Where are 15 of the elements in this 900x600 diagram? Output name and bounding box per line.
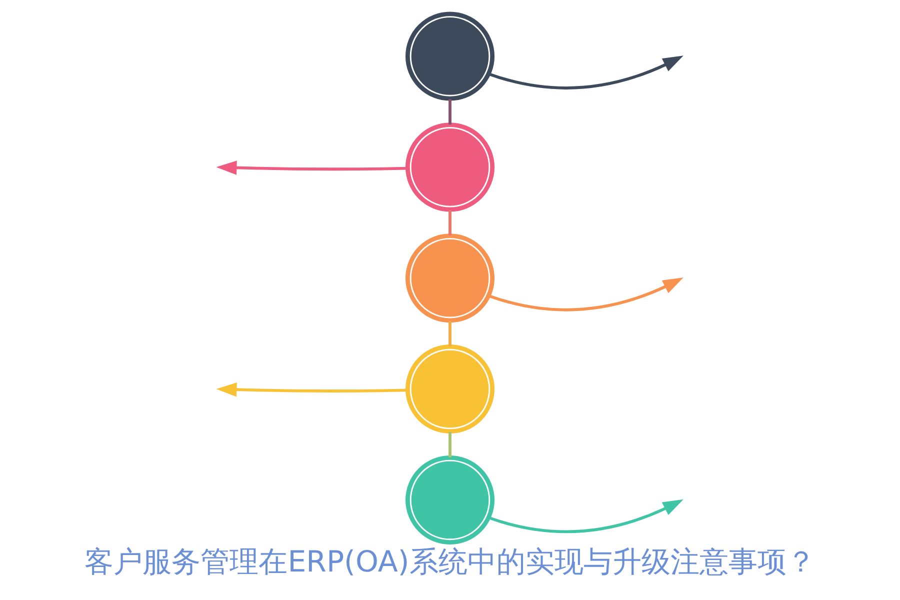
connector <box>448 432 452 458</box>
node-circle <box>405 344 495 434</box>
connector <box>448 210 452 236</box>
node-circle <box>405 12 495 101</box>
arrow <box>488 499 684 534</box>
connector <box>448 321 452 346</box>
node-circle <box>405 122 495 212</box>
node-circle <box>405 455 495 544</box>
connector <box>448 99 452 125</box>
diagram-title: 客户服务管理在ERP(OA)系统中的实现与升级注意事项？ <box>84 544 816 578</box>
arrow <box>216 160 408 175</box>
arrow <box>488 278 684 312</box>
arrow <box>488 56 684 90</box>
node-circle <box>405 234 495 323</box>
arrow <box>216 382 408 397</box>
